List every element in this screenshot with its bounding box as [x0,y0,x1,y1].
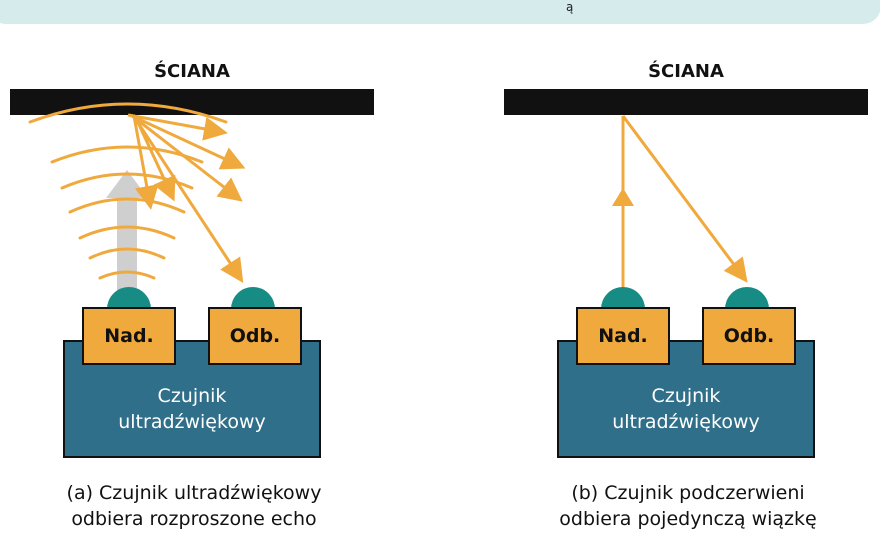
wall-label-left: ŚCIANA [154,61,230,82]
transducer-dome-right-rx [725,287,769,309]
transducer-dome-left-rx [231,287,275,309]
wave-arc [88,247,166,260]
ir-beam-up-arrowhead [612,188,634,206]
transmitter-box-left: Nad. [82,307,176,365]
receiver-box-left: Odb. [208,307,302,365]
caption-right-line2: odbiera pojedynczą wiązkę [559,508,817,530]
echo-ray [131,114,244,284]
echo-ray [127,113,228,141]
caption-right-line1: (b) Czujnik podczerwieni [571,482,805,504]
echo-ray [129,113,246,170]
caption-left: (a) Czujnik ultradźwiękowy odbiera rozpr… [14,480,374,532]
wave-arc [98,270,156,280]
ir-beam-reflect [621,115,748,283]
banner-text-fragment: ą [566,0,574,14]
transducer-dome-right-tx [601,287,645,309]
caption-left-line1: (a) Czujnik ultradźwiękowy [66,482,322,504]
transmitter-box-right: Nad. [576,307,670,365]
wall-label-right: ŚCIANA [648,61,724,82]
wave-arc [68,197,186,214]
sensor-name-line2: ultradźwiękowy [118,411,266,433]
caption-left-line2: odbiera rozproszone echo [71,508,317,530]
sensor-name-line1: Czujnik [651,385,721,407]
wave-arc [28,102,228,124]
wall-right [504,89,868,115]
transducer-dome-left-tx [107,287,151,309]
wave-arc [78,225,176,240]
sensor-name-line1: Czujnik [157,385,227,407]
echo-ray [133,115,176,202]
echo-ray [130,113,243,202]
echo-ray [132,115,159,210]
caption-right: (b) Czujnik podczerwieni odbiera pojedyn… [508,480,868,532]
receiver-box-right: Odb. [702,307,796,365]
sensor-name-line2: ultradźwiękowy [612,411,760,433]
title-banner [0,0,880,24]
